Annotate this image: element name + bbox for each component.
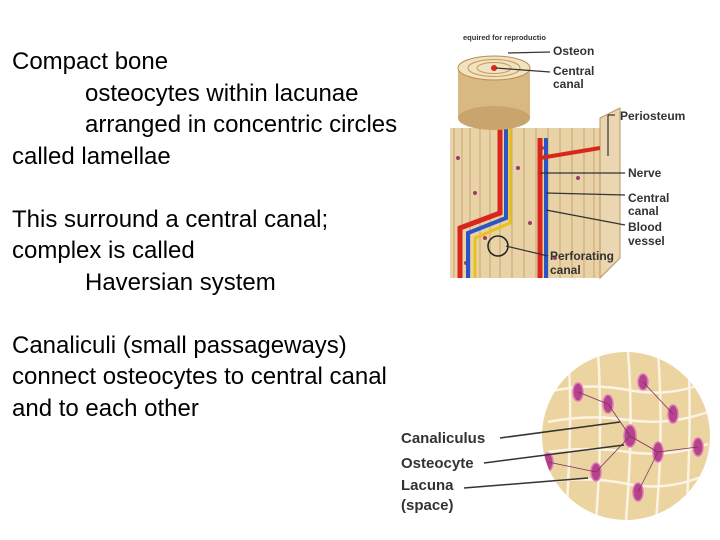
text-line: and to each other [12, 394, 199, 422]
text-line: complex is called [12, 237, 195, 264]
label-canaliculus: Canaliculus [401, 430, 485, 447]
slide-body-text: Compact bone osteocytes within lacunae a… [12, 46, 397, 424]
label-central-canal: Central [553, 64, 594, 78]
label-blood-vessel: Blood [628, 220, 662, 234]
label-blood-vessel: vessel [628, 234, 665, 248]
label-perforating-canal: canal [550, 263, 581, 277]
text-line: Canaliculi (small passageways) [12, 331, 347, 359]
label-perforating-canal: Perforating [550, 249, 614, 263]
text-line: called lamellae [12, 142, 171, 170]
osteocyte-diagram: Canaliculus Osteocyte Lacuna (space) [398, 352, 720, 520]
caption-fragment: equired for reproductio [463, 33, 546, 42]
label-central-canal-2: Central [628, 191, 669, 205]
text-line: arranged in concentric circles [85, 111, 398, 138]
label-central-canal-2: canal [628, 204, 659, 218]
label-central-canal: canal [553, 77, 584, 91]
label-nerve: Nerve [628, 166, 662, 180]
text-line: connect osteocytes to central canal [12, 363, 387, 390]
text-line: osteocytes within lacunae [85, 79, 359, 107]
label-osteocyte: Osteocyte [401, 455, 474, 472]
label-periosteum: Periosteum [620, 109, 685, 123]
central-canal-dot [491, 65, 497, 71]
compact-bone-diagram: equired for reproductio [440, 28, 720, 288]
text-line: Haversian system [85, 268, 276, 296]
label-lacuna-space: (space) [401, 497, 454, 514]
osteocyte-cells [542, 373, 704, 502]
text-line: Compact bone [12, 48, 169, 75]
text-line: This surround a central canal; [12, 205, 329, 233]
label-lacuna: Lacuna [401, 477, 454, 494]
label-osteon: Osteon [553, 44, 594, 58]
